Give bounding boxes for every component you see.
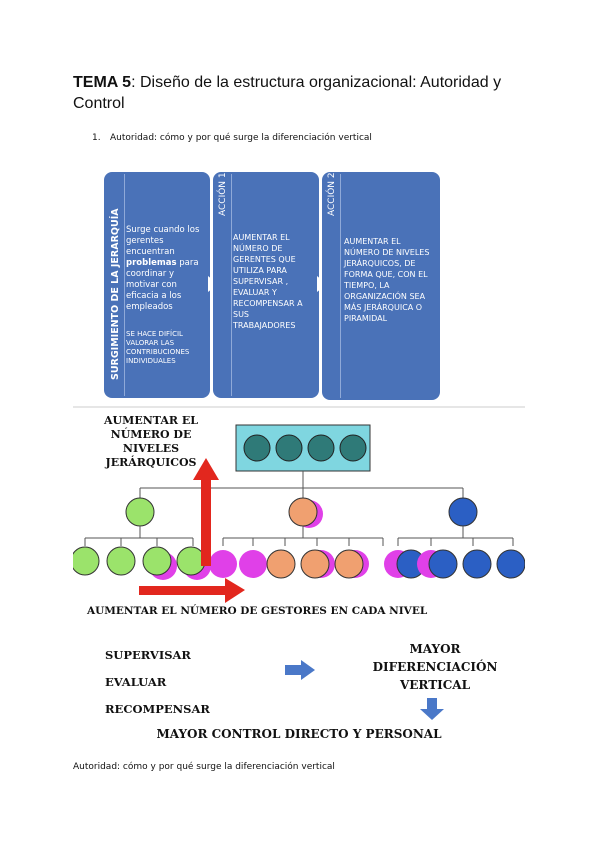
label-evaluar: EVALUAR [105, 675, 167, 689]
org-diagram: AUMENTAR EL NÚMERO DE NIVELES JERÁRQUICO… [73, 406, 525, 742]
title-rest: : Diseño de la estructura organizacional… [73, 74, 502, 112]
top-circle [339, 434, 367, 462]
panel-3-vertical-label: ACCIÓN 2 [327, 172, 337, 216]
title-bold: TEMA 5 [73, 74, 132, 91]
org-chart-svg [73, 406, 525, 720]
panel-3-text: AUMENTAR EL NÚMERO DE NIVELES JERÁRQUICO… [344, 237, 430, 323]
red-arrow-up-icon [193, 458, 219, 480]
figure-caption: Autoridad: cómo y por qué surge la difer… [73, 762, 335, 772]
list-number: 1. [92, 133, 101, 143]
top-circle [275, 434, 303, 462]
panel-1-divider [124, 174, 125, 396]
red-arrow-right-icon [225, 578, 245, 603]
panel-2-vertical-label: ACCIÓN 1 [218, 172, 228, 216]
panel-accion-2: ACCIÓN 2 AUMENTAR EL NÚMERO DE NIVELES J… [322, 172, 440, 400]
label-right: MAYOR DIFERENCIACIÓN VERTICAL [345, 640, 525, 694]
panel-3-divider [340, 174, 341, 398]
panel-1-text-before: Surge cuando los gerentes encuentran [126, 225, 200, 257]
bottom-circle [73, 546, 100, 576]
panel-2-text: AUMENTAR EL NÚMERO DE GERENTES QUE UTILI… [233, 233, 303, 330]
blue-arrow-right-icon [301, 660, 315, 680]
bottom-circle [300, 549, 330, 579]
red-horizontal-arrow-shaft [139, 586, 227, 595]
label-mayor: MAYOR [409, 642, 461, 656]
label-managers: AUMENTAR EL NÚMERO DE GESTORES EN CADA N… [87, 605, 428, 617]
bottom-circle [209, 550, 237, 578]
bottom-circle [334, 549, 364, 579]
panel-1-vertical-label: SURGIMIENTO DE LA JERARQUÍA [110, 208, 121, 380]
label-supervisar: SUPERVISAR [105, 648, 191, 662]
label-recompensar: RECOMPENSAR [105, 702, 210, 716]
bottom-circle [428, 549, 458, 579]
label-vertical: VERTICAL [399, 678, 471, 692]
label-diferenciacion: DIFERENCIACIÓN [372, 660, 498, 674]
red-vertical-arrow-shaft [201, 478, 211, 566]
panel-1-text: Surge cuando los gerentes encuentran pro… [126, 225, 208, 313]
blue-arrow-shaft [285, 665, 303, 675]
panel-1-text-bold: problemas [126, 258, 177, 268]
bottom-circle [496, 549, 525, 579]
bottom-circle [266, 549, 296, 579]
bottom-circle [176, 546, 206, 576]
panel-2-divider [231, 174, 232, 396]
label-levels-line-3: JERÁRQUICOS [105, 456, 197, 469]
label-left-list: SUPERVISAR EVALUAR RECOMPENSAR [105, 642, 210, 723]
blue-arrow-down-icon [420, 709, 444, 720]
panel-surgimiento: SURGIMIENTO DE LA JERARQUÍA Surge cuando… [104, 172, 210, 398]
top-circle [243, 434, 271, 462]
panel-1-text-after: para coordinar y motivar con eficacia a … [126, 258, 199, 312]
blue-arrow-down-shaft [427, 698, 437, 710]
label-levels-line-1: AUMENTAR EL [104, 414, 198, 427]
mid-circle-green [125, 497, 155, 527]
panel-1-small-text: SE HACE DIFÍCIL VALORAR LAS CONTRIBUCION… [126, 330, 190, 365]
list-item: 1. Autoridad: cómo y por qué surge la dif… [92, 133, 372, 143]
bottom-circle [239, 550, 267, 578]
list-text: Autoridad: cómo y por qué surge la difer… [110, 133, 372, 143]
mid-circle-orange [288, 497, 318, 527]
bottom-circle [462, 549, 492, 579]
page-title: TEMA 5: Diseño de la estructura organiza… [73, 72, 543, 114]
mid-circle-blue [448, 497, 478, 527]
top-circle [307, 434, 335, 462]
label-levels: AUMENTAR EL NÚMERO DE NIVELES JERÁRQUICO… [81, 414, 221, 470]
bottom-circle [106, 546, 136, 576]
bottom-circle [142, 546, 172, 576]
label-levels-line-2: NÚMERO DE NIVELES [110, 428, 192, 455]
panel-accion-1: ACCIÓN 1 AUMENTAR EL NÚMERO DE GERENTES … [213, 172, 319, 398]
label-bottom: MAYOR CONTROL DIRECTO Y PERSONAL [156, 727, 442, 741]
